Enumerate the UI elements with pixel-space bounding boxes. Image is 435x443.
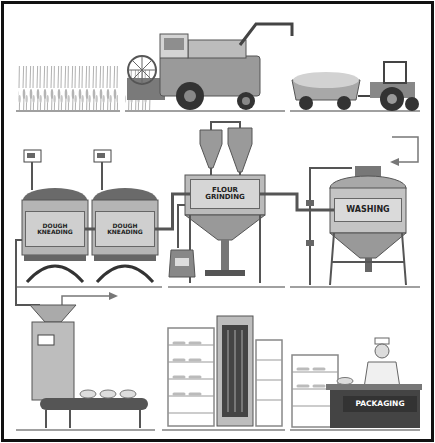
harvester-reel xyxy=(128,56,156,84)
tractor-cab xyxy=(384,62,406,83)
wheel xyxy=(337,96,351,110)
machine-label: DOUGH KNEADING xyxy=(98,223,152,236)
wheel xyxy=(405,97,419,111)
flow-arrow xyxy=(392,137,418,162)
harvester-cab xyxy=(160,34,188,58)
dough-pipe xyxy=(16,240,40,305)
grain-tank xyxy=(188,40,246,58)
control-panel xyxy=(94,150,111,162)
machine-label: PACKAGING xyxy=(345,400,415,408)
loaf xyxy=(120,390,136,398)
wheel xyxy=(176,82,204,110)
valve xyxy=(306,240,314,246)
ground-line xyxy=(16,429,420,431)
bread-rack xyxy=(256,340,282,426)
packaging-label-box: PACKAGING xyxy=(343,396,417,412)
discharge-pipe xyxy=(221,240,229,270)
tank-legs xyxy=(330,233,406,285)
tank-cone xyxy=(330,233,406,258)
dough-funnel xyxy=(30,305,76,322)
cyclone xyxy=(200,130,222,168)
loaf xyxy=(80,390,96,398)
grinder-cone xyxy=(185,215,265,240)
wash-tank xyxy=(330,188,406,233)
bag-label xyxy=(175,258,189,266)
reel-spokes xyxy=(128,56,156,84)
counter-top xyxy=(326,384,422,390)
machine-label-box: WASHING xyxy=(334,198,402,222)
control-panel xyxy=(38,335,54,345)
mixer-stand xyxy=(97,266,153,282)
arrow-head xyxy=(390,158,399,166)
bag-chute xyxy=(178,205,185,248)
valve xyxy=(306,200,314,206)
packaging-counter xyxy=(330,390,420,428)
ground-line xyxy=(16,110,420,112)
transfer-pipe xyxy=(85,228,95,231)
worker-hat xyxy=(375,338,389,344)
loaf xyxy=(337,378,353,385)
panel-screen xyxy=(97,153,105,158)
mixer-stand xyxy=(27,266,83,282)
frame xyxy=(3,3,433,441)
oven-door xyxy=(222,325,248,417)
machine-label-box: FLOUR GRINDING xyxy=(190,179,260,209)
oven-glass xyxy=(228,330,242,412)
wheel-hub xyxy=(387,94,397,104)
ground-line xyxy=(16,286,420,288)
tank-outlet xyxy=(365,258,372,272)
conveyor xyxy=(40,398,148,410)
grinder-base xyxy=(205,270,245,276)
wheel xyxy=(380,87,404,111)
conveyor-legs xyxy=(46,410,140,428)
harvester-body xyxy=(160,56,260,96)
loaf xyxy=(100,390,116,398)
grinder-hopper xyxy=(185,175,265,215)
rack-shelves xyxy=(256,360,282,400)
grinder-legs xyxy=(190,215,260,283)
rack-loaves xyxy=(298,369,324,386)
moulder-body xyxy=(32,322,74,400)
wheel-hub xyxy=(184,90,196,102)
panel-pole xyxy=(31,162,33,190)
flour-bag xyxy=(169,250,195,277)
wheel-hub xyxy=(242,97,250,105)
machine-label: FLOUR GRINDING xyxy=(197,187,253,202)
cyclone xyxy=(228,128,252,172)
worker-head xyxy=(375,344,389,358)
control-panel xyxy=(24,150,41,162)
panel-pole xyxy=(101,162,103,190)
panel-screen xyxy=(27,153,35,158)
mixer-bowl xyxy=(22,200,88,255)
tank-motor xyxy=(355,166,381,177)
proofing-oven xyxy=(217,316,253,426)
transfer-pipe xyxy=(155,194,190,229)
wheel xyxy=(299,96,313,110)
wheat-field xyxy=(18,66,118,110)
machine-label-box: DOUGH KNEADING xyxy=(25,211,85,247)
rack-loaves xyxy=(174,343,200,394)
cab-window xyxy=(164,38,184,50)
rack-shelves xyxy=(168,345,214,413)
machine-label-box: DOUGH KNEADING xyxy=(95,211,155,247)
machine-label: DOUGH KNEADING xyxy=(28,223,82,236)
hitch xyxy=(358,95,372,97)
arrow-head xyxy=(109,292,118,300)
wheel xyxy=(237,92,255,110)
transfer-pipe xyxy=(260,194,334,210)
machine-label: WASHING xyxy=(337,206,399,214)
mixer-base xyxy=(94,255,156,261)
grain-load xyxy=(293,72,359,88)
unloading-auger xyxy=(240,24,292,45)
mixer-base xyxy=(24,255,86,261)
mixer-bowl xyxy=(92,200,158,255)
bread-rack xyxy=(168,328,214,426)
